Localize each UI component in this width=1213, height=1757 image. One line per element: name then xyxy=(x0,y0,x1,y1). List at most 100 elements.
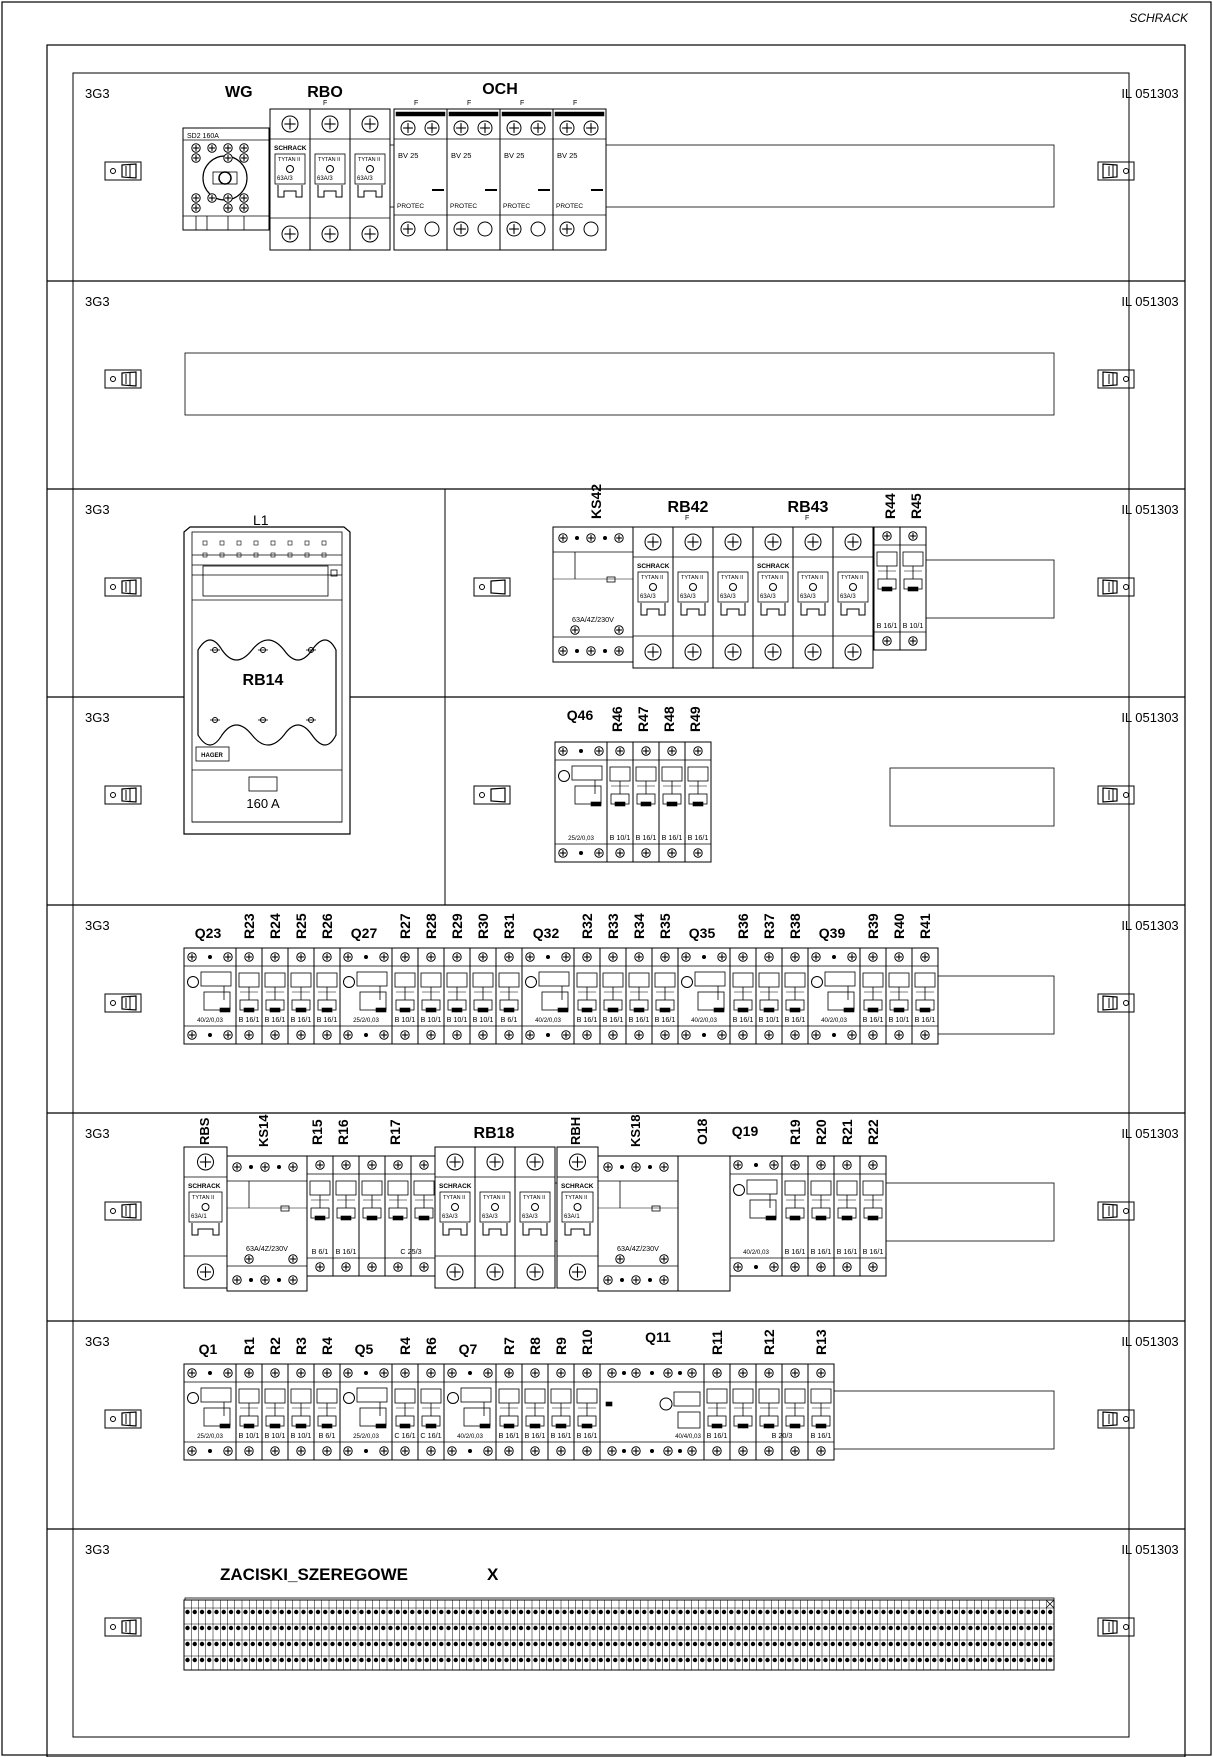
dot xyxy=(620,1278,624,1282)
dot xyxy=(364,1033,368,1037)
terminal-screw xyxy=(613,1625,618,1631)
terminal-strip xyxy=(183,1599,1055,1671)
circuit-breaker: B 10/1 xyxy=(261,1363,289,1461)
terminal-screw xyxy=(330,1625,335,1631)
terminal-screw xyxy=(1033,1657,1038,1663)
terminal-screw xyxy=(750,1641,756,1647)
terminal-screw xyxy=(562,1625,567,1631)
top-strip xyxy=(554,111,605,117)
terminal-screw xyxy=(417,1657,422,1663)
dot xyxy=(249,1165,253,1169)
terminal-screw xyxy=(758,1641,763,1647)
terminal-screw xyxy=(1004,1609,1009,1615)
test-button xyxy=(558,770,570,782)
indicator xyxy=(769,583,777,591)
terminal-screw xyxy=(468,1625,473,1631)
brand-mark xyxy=(581,1007,593,1013)
terminal-screw xyxy=(852,1609,857,1615)
dot xyxy=(832,1033,836,1037)
q19-label: Q19 xyxy=(732,1123,759,1139)
terminal-screw xyxy=(917,1625,922,1631)
terminal-screw xyxy=(729,1625,734,1631)
fuse-window xyxy=(797,571,829,603)
terminal-screw xyxy=(294,1657,299,1663)
terminal-screw xyxy=(866,1625,872,1631)
terminal-screw xyxy=(569,1657,574,1663)
latch-body xyxy=(1097,161,1135,181)
terminal-screw xyxy=(359,1609,364,1615)
fuse-rating: 63A/1 xyxy=(191,1214,207,1220)
brand-mark xyxy=(392,1215,404,1221)
screw-terminal-icon xyxy=(559,120,575,136)
terminal-screw xyxy=(671,1609,676,1615)
terminal-screw xyxy=(859,1657,864,1663)
brand-mark xyxy=(763,1423,775,1429)
door-latch-icon-left xyxy=(104,369,142,389)
terminal-screw xyxy=(714,1625,719,1631)
rcd-body xyxy=(677,947,731,1045)
indicator xyxy=(451,1203,459,1211)
terminal-screw xyxy=(511,1657,516,1663)
breaker-rating: B 16/1 xyxy=(915,1015,936,1024)
screw-terminal-icon xyxy=(367,1262,377,1272)
row-code-right: IL 051303 xyxy=(1121,1334,1178,1349)
dot xyxy=(678,1371,682,1375)
breaker-label: R48 xyxy=(661,706,677,732)
terminal-screw xyxy=(678,1641,683,1647)
terminal-screw xyxy=(257,1625,263,1631)
screw-terminal-icon xyxy=(270,1368,280,1378)
terminal-screw xyxy=(475,1609,480,1615)
terminal-screw xyxy=(692,1657,698,1663)
terminal-screw xyxy=(562,1657,567,1663)
terminal-screw xyxy=(344,1641,350,1647)
fuse-outline xyxy=(183,526,351,835)
terminal-screw xyxy=(460,1641,466,1647)
test-button xyxy=(343,976,355,988)
arrester-model: BV 25 xyxy=(504,151,524,160)
rcd-label: Q35 xyxy=(689,925,716,941)
screw-terminal-icon xyxy=(724,533,742,551)
screw-terminal-icon xyxy=(790,1368,800,1378)
brand-mark xyxy=(425,1007,437,1013)
terminal-screw xyxy=(975,1625,980,1631)
circuit-breaker: B 16/1 xyxy=(495,1363,523,1461)
arrester-model: BV 25 xyxy=(451,151,471,160)
terminal-screw xyxy=(801,1641,806,1647)
circuit-breaker xyxy=(729,1363,757,1461)
terminal-screw xyxy=(272,1657,277,1663)
rcd-label: Q39 xyxy=(819,925,846,941)
rcd-body xyxy=(807,947,861,1045)
breaker-rating: B 16/1 xyxy=(662,833,683,842)
door-latch-icon-right xyxy=(1097,785,1135,805)
latch-handle xyxy=(1102,579,1118,595)
terminal-screw xyxy=(1004,1657,1009,1663)
row-frame xyxy=(72,1528,1130,1738)
brand-label: PROTEC xyxy=(556,203,583,210)
terminal-screw xyxy=(199,1609,205,1615)
terminal-screw xyxy=(410,1609,415,1615)
screw-terminal-icon xyxy=(288,1275,298,1285)
terminal-screw xyxy=(1048,1641,1053,1647)
latch-body xyxy=(104,1201,142,1221)
fuse-clip xyxy=(640,603,666,616)
fuse-rating: 63A/1 xyxy=(564,1214,580,1220)
screw-terminal-icon xyxy=(693,848,703,858)
dot xyxy=(650,1371,654,1375)
terminal-screw xyxy=(946,1657,951,1663)
circuit-breaker: B 16/1 xyxy=(547,1363,575,1461)
screw-terminal-icon xyxy=(270,1030,280,1040)
screw-terminal-icon xyxy=(478,1030,488,1040)
screw-terminal-icon xyxy=(614,625,624,635)
terminal-screw xyxy=(743,1609,748,1615)
screw-terminal-icon xyxy=(842,1262,852,1272)
terminal-screw xyxy=(649,1625,654,1631)
screw-terminal-icon xyxy=(296,1030,306,1040)
terminal-screw xyxy=(772,1625,777,1631)
rb14-label: RB14 xyxy=(243,672,284,689)
rcd-toggle xyxy=(200,971,232,987)
breaker-rating: B 20/3 xyxy=(772,1431,793,1440)
breaker-rating: C 16/1 xyxy=(420,1431,441,1440)
screw-terminal-icon xyxy=(816,1262,826,1272)
terminal-screw xyxy=(642,1641,647,1647)
